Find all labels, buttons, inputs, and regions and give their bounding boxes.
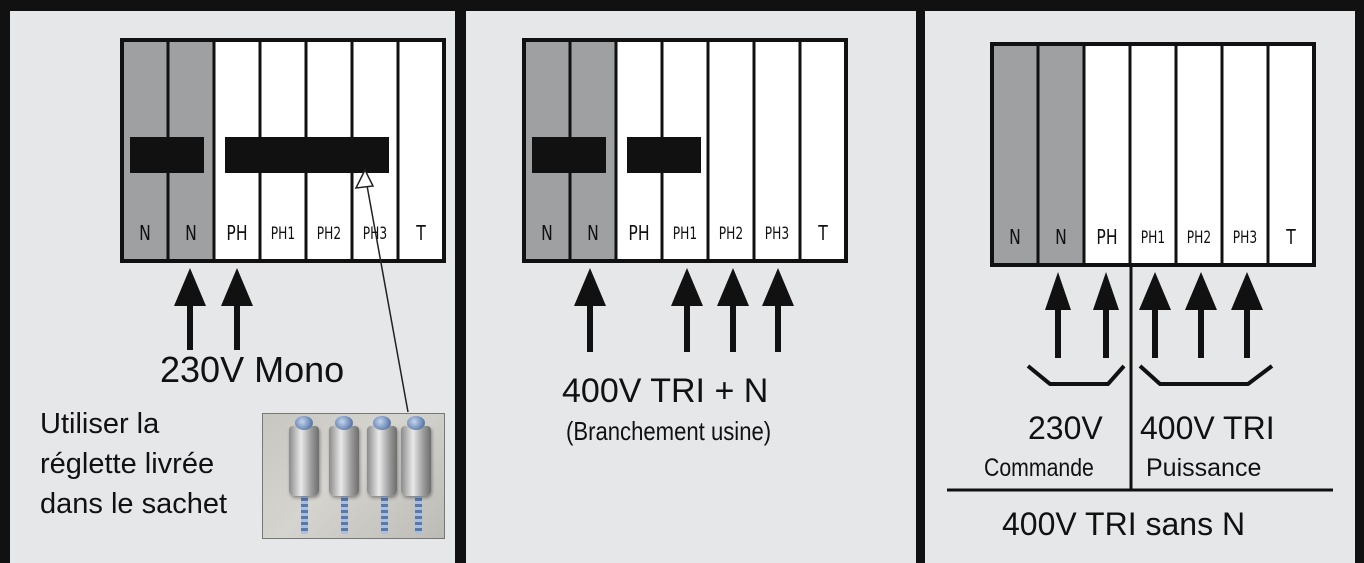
panel1-terminal-label: N [185,221,197,245]
panel1-terminal-label: N [139,221,151,245]
leader-arrowhead [354,168,375,189]
panel3-terminal-label: PH1 [1140,228,1166,248]
panel2-terminal-label: PH1 [672,224,698,244]
bracket-commande [1026,364,1126,386]
arrow-ph3-panel2 [762,268,794,352]
panel1-terminal-label: PH3 [362,224,388,244]
arrow-ph1-panel2 [671,268,703,352]
jumper-bar-1 [130,137,204,173]
arrow-ph3-panel3 [1231,272,1263,358]
panel3-terminal-label: PH [1096,225,1118,249]
arrow-ph2-panel3 [1185,272,1217,358]
terminal-strip-photo [262,413,445,539]
jumper-bar-2 [225,137,389,173]
panel2-terminal-label: N [541,221,553,245]
panel1-voltage-label: 230V Mono [160,349,345,390]
panel3-left-caption: Commande [984,454,1094,482]
panel1-note-line1: Utiliser la [40,408,160,440]
panel1-terminal-label: PH1 [270,224,296,244]
arrow-ph2-panel2 [717,268,749,352]
panel1-terminal-label: PH2 [316,224,342,244]
panel3-terminal-label: N [1009,225,1021,249]
panel2-terminal-label: PH2 [718,224,744,244]
panel3-terminal-n-2 [1036,42,1086,267]
panel3-left-voltage: 230V [1028,410,1103,446]
panel3-terminal-label: PH3 [1232,228,1258,248]
arrow-ph-panel1 [221,268,253,350]
panel1-terminal-label: T [416,221,426,245]
panel2-terminal-block-outline [522,38,848,263]
left-border [0,11,10,563]
panel1-note-line3: dans le sachet [40,488,228,520]
bracket-puissance [1138,364,1274,386]
panel2-voltage-label: 400V TRI + N [562,372,769,410]
panel2-terminal-label: N [587,221,599,245]
panel3-terminal-label: T [1286,225,1296,249]
separator-1 [455,11,466,563]
panel1-terminal-block-outline [120,38,446,263]
panel1-note-line2: réglette livrée [40,448,215,480]
panel3-terminal-label: PH2 [1186,228,1212,248]
top-border [0,0,1364,11]
panel3-right-caption: Puissance [1146,454,1262,482]
panel1-terminal-label: PH [226,221,248,245]
arrow-ph1-panel3 [1139,272,1171,358]
separator-2 [916,11,925,563]
panel2-terminal-label: T [818,221,828,245]
panel3-bottom-label: 400V TRI sans N [1002,506,1246,542]
arrow-n-panel1 [174,268,206,350]
panel3-terminal-block-outline [990,42,1316,267]
jumper-bar-4 [627,137,701,173]
leader-line [365,179,409,413]
jumper-bar-3 [532,137,606,173]
panel3-right-voltage: 400V TRI [1140,410,1275,446]
panel2-terminal-label: PH3 [764,224,790,244]
arrow-n-panel2 [574,268,606,352]
arrow-n-panel3 [1045,272,1071,358]
right-border [1355,11,1364,563]
panel2-sub-label: (Branchement usine) [566,416,772,446]
panel3-terminal-label: N [1055,225,1067,249]
panel2-terminal-label: PH [628,221,650,245]
panel3-terminal-ph [1082,42,1132,267]
arrow-ph-panel3 [1093,272,1119,358]
